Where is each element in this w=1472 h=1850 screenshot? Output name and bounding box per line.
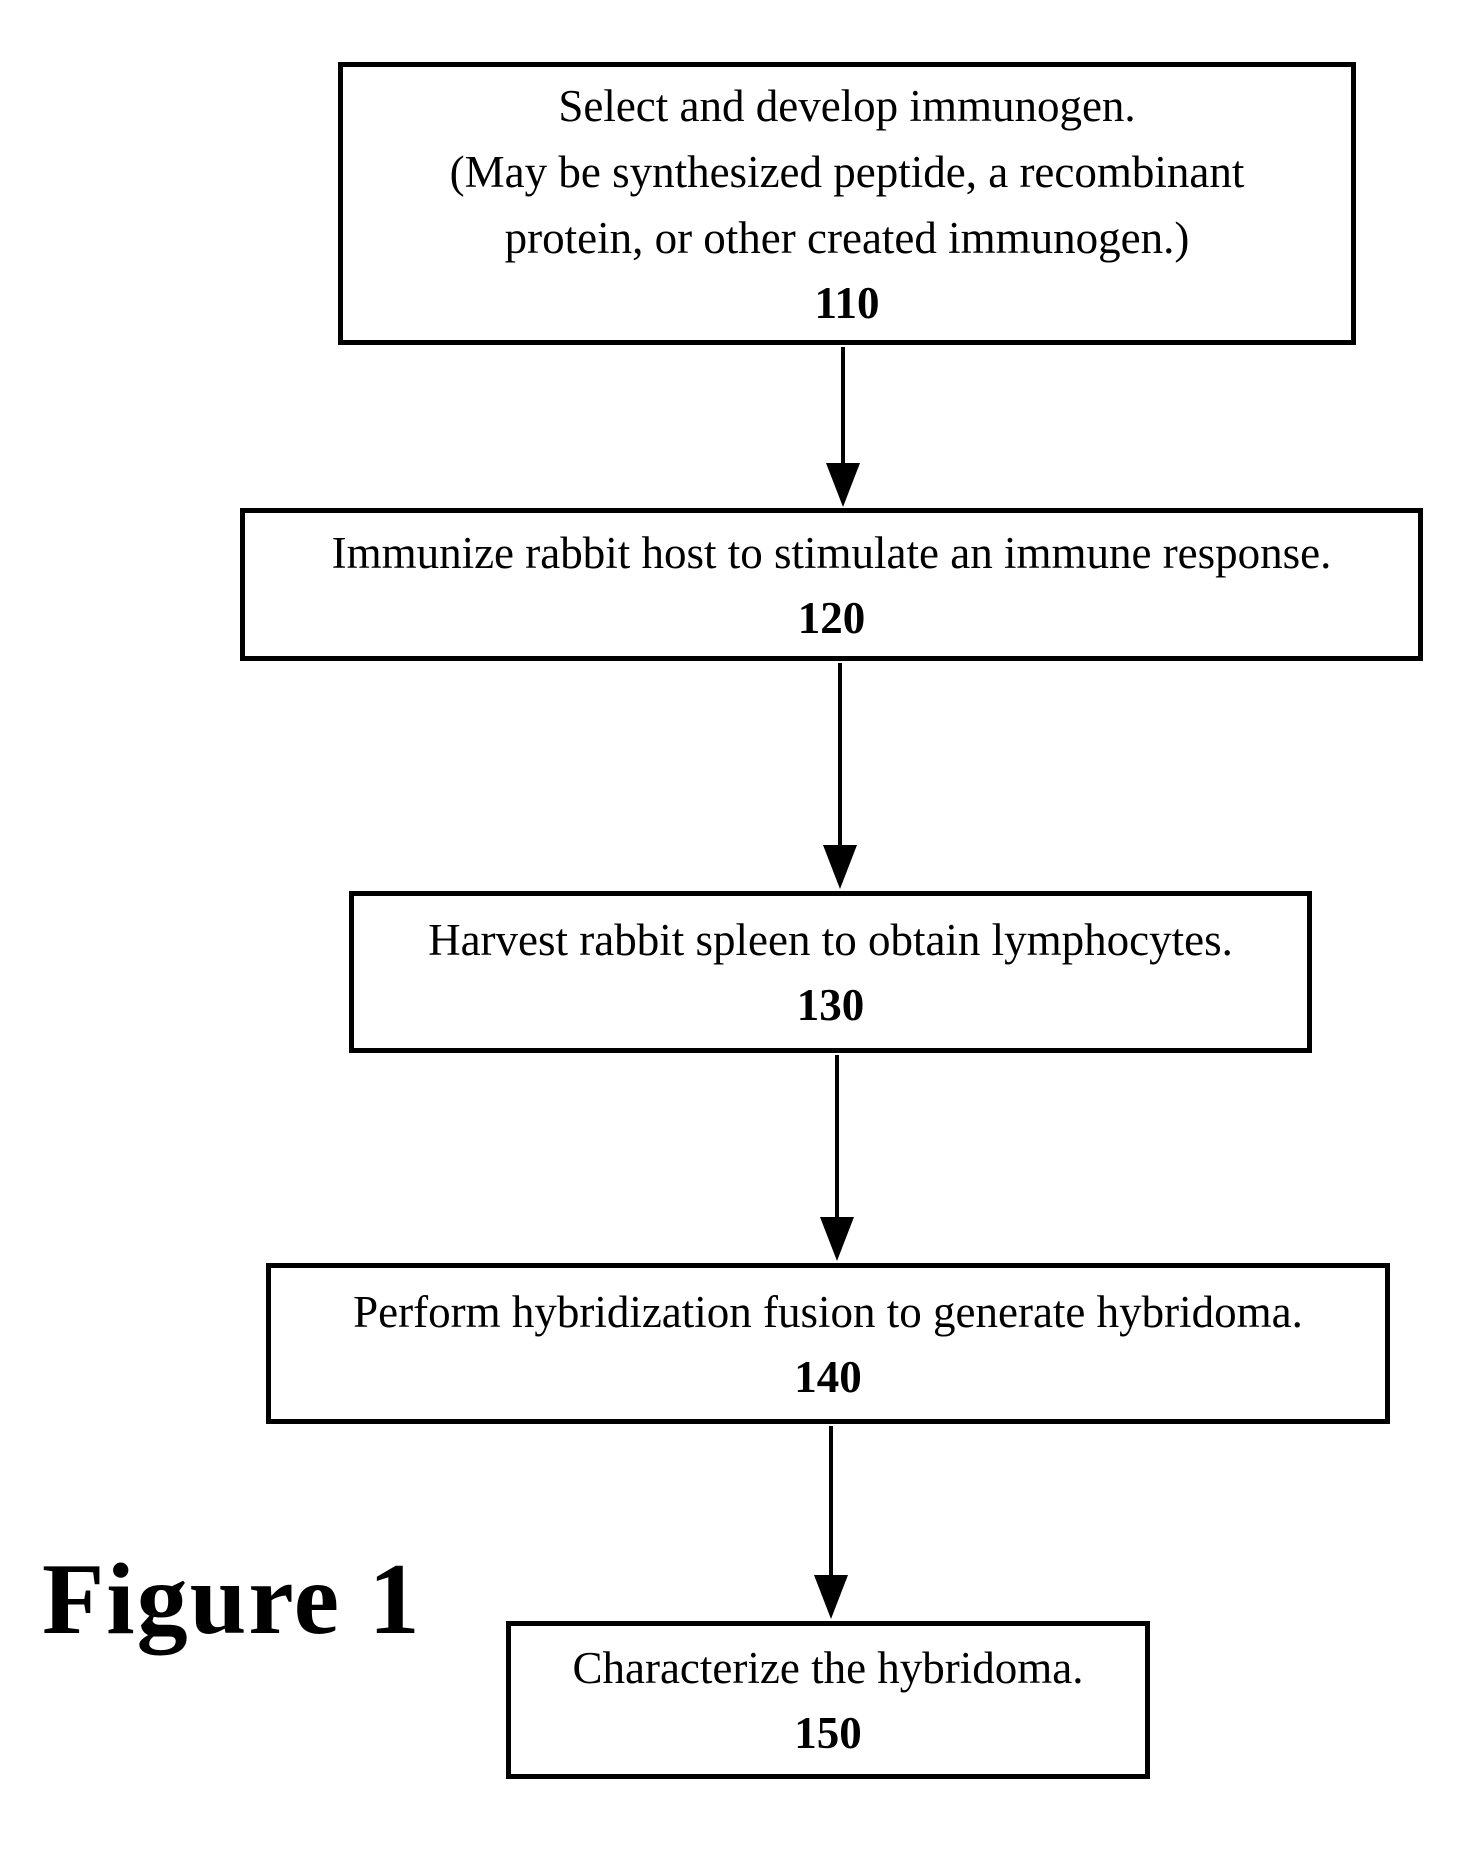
flow-arrow-120-to-130 bbox=[822, 663, 858, 889]
figure-label: Figure 1 bbox=[42, 1543, 422, 1656]
step-110-text-line-2: (May be synthesized peptide, a recombina… bbox=[449, 146, 1245, 197]
flow-step-120: Immunize rabbit host to stimulate an imm… bbox=[240, 508, 1423, 661]
step-130-ref-number: 130 bbox=[796, 980, 865, 1030]
flow-step-130: Harvest rabbit spleen to obtain lymphocy… bbox=[349, 891, 1312, 1053]
step-110-ref-number: 110 bbox=[814, 277, 880, 328]
step-110-text-line-3: protein, or other created immunogen.) bbox=[504, 212, 1190, 263]
step-140-ref-number: 140 bbox=[794, 1351, 862, 1402]
step-120-ref-number: 120 bbox=[797, 592, 866, 643]
step-140-text-line-1: Perform hybridization fusion to generate… bbox=[353, 1286, 1303, 1337]
flow-arrow-130-to-140 bbox=[819, 1055, 855, 1261]
arrowhead-down-icon bbox=[820, 1217, 854, 1261]
step-110-text-line-1: Select and develop immunogen. bbox=[558, 80, 1136, 131]
arrowhead-down-icon bbox=[826, 463, 860, 507]
flow-step-150: Characterize the hybridoma. 150 bbox=[506, 1621, 1150, 1779]
arrowhead-down-icon bbox=[814, 1575, 848, 1619]
step-130-text-line-1: Harvest rabbit spleen to obtain lymphocy… bbox=[428, 915, 1233, 965]
flow-step-110: Select and develop immunogen. (May be sy… bbox=[338, 62, 1356, 345]
arrow-stem bbox=[838, 663, 842, 845]
flow-step-140: Perform hybridization fusion to generate… bbox=[266, 1263, 1390, 1424]
arrow-stem bbox=[829, 1426, 833, 1575]
step-150-text-line-1: Characterize the hybridoma. bbox=[572, 1643, 1084, 1693]
step-120-text-line-1: Immunize rabbit host to stimulate an imm… bbox=[331, 527, 1332, 578]
flow-arrow-110-to-120 bbox=[825, 347, 861, 507]
arrow-stem bbox=[841, 347, 845, 463]
step-150-ref-number: 150 bbox=[794, 1708, 862, 1758]
arrowhead-down-icon bbox=[823, 845, 857, 889]
arrow-stem bbox=[835, 1055, 839, 1217]
flow-arrow-140-to-150 bbox=[813, 1426, 849, 1619]
